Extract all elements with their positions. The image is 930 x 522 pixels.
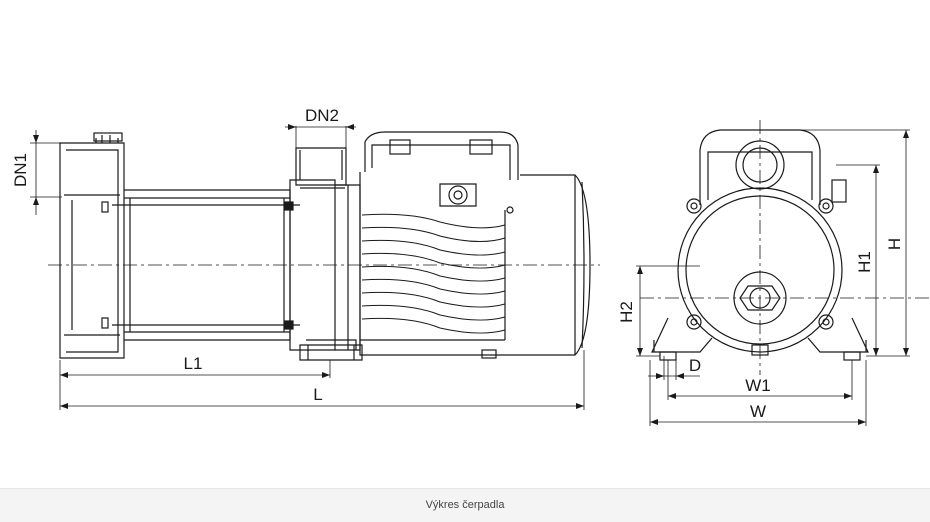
caption-bar: Výkres čerpadla	[0, 488, 930, 522]
label-w: W	[750, 402, 766, 421]
front-view	[636, 120, 930, 426]
label-dn2: DN2	[305, 106, 339, 125]
label-w1: W1	[745, 376, 771, 395]
image-caption: Výkres čerpadla	[425, 499, 505, 511]
pump-technical-drawing: DN1 DN2 L1 L H H1 H2 D W1 W	[11, 106, 930, 426]
label-dn1: DN1	[11, 153, 30, 187]
label-h2: H2	[617, 301, 636, 323]
label-l1: L1	[184, 354, 203, 373]
label-h: H	[885, 238, 904, 250]
label-h1: H1	[855, 251, 874, 273]
label-d: D	[689, 356, 701, 375]
drawing-area: DN1 DN2 L1 L H H1 H2 D W1 W	[11, 106, 930, 426]
side-view	[30, 124, 600, 410]
label-l: L	[313, 385, 322, 404]
